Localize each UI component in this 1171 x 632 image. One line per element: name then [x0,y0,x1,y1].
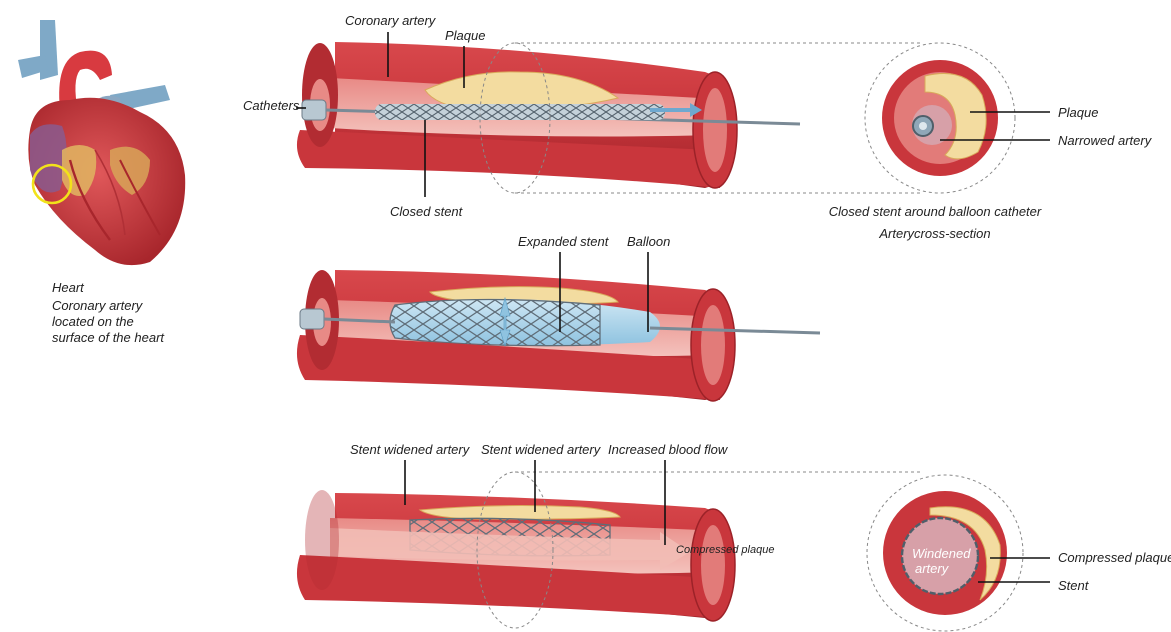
cross-section-narrowed: Plaque Narrowed artery Closed stent arou… [829,43,1153,241]
artery-opening-right-lumen [701,525,725,605]
cross-section-widened: Windened artery Compressed plaque Stent [867,475,1171,631]
catheter-core [919,122,927,130]
heart-caption-line: Coronary artery [52,298,144,313]
heart-illustration: Heart Coronary artery located on the sur… [18,20,185,345]
caption-cross-section-2: Arterycross-section [878,226,990,241]
label-compressed-plaque: Compressed plaque [676,544,774,556]
label-catheters: Catheters [243,98,300,113]
artery-panel-expanded-stent: Expanded stent Balloon [297,234,820,401]
label-closed-stent: Closed stent [390,204,464,219]
label-increased-blood-flow: Increased blood flow [608,442,729,457]
label-stent-cross: Stent [1058,578,1090,593]
label-widened-artery: Windened [912,546,971,561]
artery-opening-right-lumen [701,305,725,385]
artery-opening-left [305,490,339,590]
caption-cross-section-1: Closed stent around balloon catheter [829,204,1042,219]
label-stent-widened-artery-1: Stent widened artery [350,442,471,457]
label-plaque: Plaque [445,28,485,43]
heart-title: Heart [52,280,85,295]
catheter-hub [302,100,326,120]
label-stent-widened-artery-2: Stent widened artery [481,442,602,457]
compressed-plaque [420,506,620,520]
label-expanded-stent: Expanded stent [518,234,610,249]
label-compressed-plaque-cross: Compressed plaque [1058,550,1171,565]
heart-caption-line: surface of the heart [52,330,165,345]
heart-caption-line: located on the [52,314,134,329]
label-coronary-artery: Coronary artery [345,13,437,28]
expanded-stent [390,300,600,346]
artery-opening-right-lumen [703,88,727,172]
right-atrium [30,124,67,192]
catheter-hub [300,309,324,329]
label-widened-artery-line2: artery [915,561,950,576]
label-narrowed-artery: Narrowed artery [1058,133,1153,148]
label-plaque-cross: Plaque [1058,105,1098,120]
artery-panel-widened: Stent widened artery Stent widened arter… [297,442,920,628]
closed-stent-mesh [375,104,665,120]
label-balloon: Balloon [627,234,670,249]
artery-panel-closed-stent: Coronary artery Plaque Catheters Closed … [243,13,920,219]
